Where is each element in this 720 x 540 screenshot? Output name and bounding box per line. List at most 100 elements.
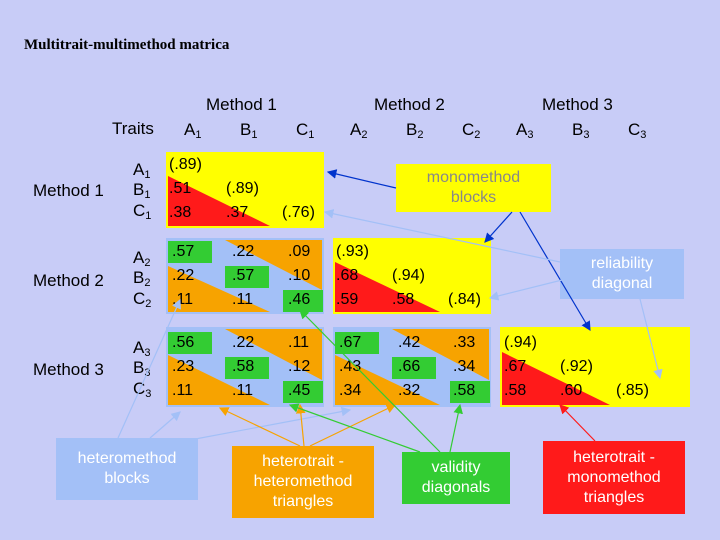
matrix-cell-m2_m2-2-0: .59: [336, 291, 359, 308]
matrix-cell-m3_m2-1-0: .43: [339, 358, 362, 375]
arrow-validity-3: [299, 309, 441, 453]
row-method-3: Method 3: [33, 360, 104, 379]
row-header-a3: A3: [133, 338, 151, 359]
matrix-cell-m3_m1-2-0: .11: [172, 382, 194, 399]
matrix-cell-m3_m1-1-2: .12: [288, 358, 311, 375]
hetero-hetero-lower-3-1: [168, 355, 270, 405]
matrix-cell-m3_m2-2-0: .34: [339, 382, 362, 399]
matrix-cell-m2_m1-1-0: .22: [172, 267, 195, 284]
matrix-cell-m3_m1-0-2: .11: [288, 334, 310, 351]
arrow-hetero-hetero-3: [309, 404, 397, 447]
header-method-3: Method 3: [542, 95, 613, 114]
row-header-a1: A1: [133, 160, 151, 181]
arrow-validity-1: [288, 403, 421, 453]
column-header-b2: B2: [406, 120, 424, 141]
matrix-cell-m3_m2-0-1: .42: [398, 334, 421, 351]
matrix-cell-m2_m2-1-1: (.94): [392, 267, 425, 284]
column-header-a1: A1: [184, 120, 202, 141]
validity-cell-2-1-b: [225, 266, 269, 288]
validity-cell-3-2-c: [450, 381, 490, 403]
matrix-cell-m3_m2-2-1: .32: [398, 382, 421, 399]
matrix-cell-m3_m1-2-1: .11: [232, 382, 254, 399]
matrix-cell-m1_m1-2-1: .37: [226, 204, 249, 221]
matrix-cell-m3_m2-2-2: .58: [453, 382, 476, 399]
matrix-cell-m3_m2-1-2: .34: [453, 358, 476, 375]
validity-cell-3-1-a: [168, 332, 212, 354]
arrow-heteromethod-1: [149, 411, 181, 439]
hetero-mono-triangle-2: [335, 262, 440, 312]
matrix-cell-m3_m3-1-1: (.92): [560, 358, 593, 375]
hetero-hetero-lower-3-2: [335, 355, 440, 405]
column-header-b3: B3: [572, 120, 590, 141]
callout-validity-diagonals: validity diagonals: [402, 452, 510, 504]
arrow-monomethod-1: [326, 169, 397, 189]
arrow-reliability-3: [639, 298, 663, 380]
column-header-a3: A3: [516, 120, 534, 141]
matrix-cell-m1_m1-2-2: (.76): [282, 204, 315, 221]
callout-heterotrait-heteromethod: heterotrait - heteromethod triangles: [232, 446, 374, 518]
matrix-cell-m3_m1-1-1: .58: [232, 358, 255, 375]
column-header-b1: B1: [240, 120, 258, 141]
matrix-cell-m3_m1-1-0: .23: [172, 358, 195, 375]
hetero-hetero-lower-2-1: [168, 266, 270, 312]
header-method-2: Method 2: [374, 95, 445, 114]
validity-cell-3-1-c: [283, 381, 323, 403]
matrix-cell-m2_m2-2-1: .58: [392, 291, 415, 308]
callout-reliability-diagonal: reliability diagonal: [560, 249, 684, 299]
matrix-cell-m3_m3-2-0: .58: [504, 382, 527, 399]
callout-heteromethod-blocks: heteromethod blocks: [56, 438, 198, 500]
matrix-cell-m2_m1-2-1: .11: [232, 291, 254, 308]
matrix-cell-m3_m3-2-2: (.85): [616, 382, 649, 399]
matrix-cell-m2_m1-0-0: .57: [172, 243, 195, 260]
matrix-cell-m1_m1-0-0: (.89): [169, 156, 202, 173]
matrix-cell-m1_m1-1-0: .51: [169, 180, 192, 197]
arrow-hetero-hetero-2: [296, 403, 306, 447]
matrix-cell-m2_m1-1-1: .57: [232, 267, 255, 284]
row-header-c1: C1: [133, 201, 152, 222]
row-header-b2: B2: [133, 268, 151, 289]
arrow-monomethod-2: [484, 211, 513, 243]
matrix-cell-m1_m1-2-0: .38: [169, 204, 192, 221]
hetero-hetero-upper-3-2: [392, 329, 489, 380]
callout-heterotrait-monomethod: heterotrait - monomethod triangles: [543, 441, 685, 514]
matrix-cell-m2_m1-0-2: .09: [288, 243, 311, 260]
hetero-hetero-upper-2-1: [225, 240, 322, 290]
page-title: Multitrait-multimethod matrica: [24, 37, 230, 53]
arrow-reliability-1: [323, 209, 561, 263]
arrow-heteromethod-2: [189, 406, 352, 441]
matrix-cell-m3_m1-2-2: .45: [288, 382, 311, 399]
arrow-monomethod-3: [519, 211, 591, 332]
matrix-cell-m2_m2-0-0: (.93): [336, 243, 369, 260]
row-method-1: Method 1: [33, 181, 104, 200]
validity-cell-2-1-c: [283, 290, 323, 312]
matrix-cell-m3_m3-1-0: .67: [504, 358, 527, 375]
validity-cell-3-2-a: [335, 332, 379, 354]
matrix-cell-m3_m3-2-1: .60: [560, 382, 583, 399]
column-header-a2: A2: [350, 120, 368, 141]
matrix-cell-m3_m2-1-1: .66: [398, 358, 421, 375]
arrow-reliability-2: [488, 279, 563, 301]
validity-cell-3-1-b: [225, 357, 269, 379]
matrix-cell-m2_m2-1-0: .68: [336, 267, 359, 284]
validity-cell-2-1-a: [168, 241, 212, 263]
matrix-cell-m3_m1-0-1: .22: [232, 334, 255, 351]
validity-cell-3-2-b: [392, 357, 436, 379]
arrow-heteromethod-3: [117, 298, 181, 439]
header-method-1: Method 1: [206, 95, 277, 114]
matrix-cell-m2_m1-1-2: .10: [288, 267, 311, 284]
row-header-b1: B1: [133, 180, 151, 201]
row-header-a2: A2: [133, 248, 151, 269]
callout-monomethod-blocks: monomethod blocks: [396, 164, 551, 212]
hetero-mono-triangle-3: [502, 352, 610, 405]
column-header-c1: C1: [296, 120, 315, 141]
matrix-cell-m2_m1-2-2: .46: [288, 291, 311, 308]
row-method-2: Method 2: [33, 271, 104, 290]
arrow-validity-2: [449, 403, 463, 453]
matrix-cell-m2_m2-2-2: (.84): [448, 291, 481, 308]
header-traits: Traits: [112, 119, 154, 138]
arrow-hetero-mono-1: [559, 404, 596, 442]
arrow-hetero-hetero-1: [218, 407, 301, 447]
matrix-cell-m2_m1-0-1: .22: [232, 243, 255, 260]
